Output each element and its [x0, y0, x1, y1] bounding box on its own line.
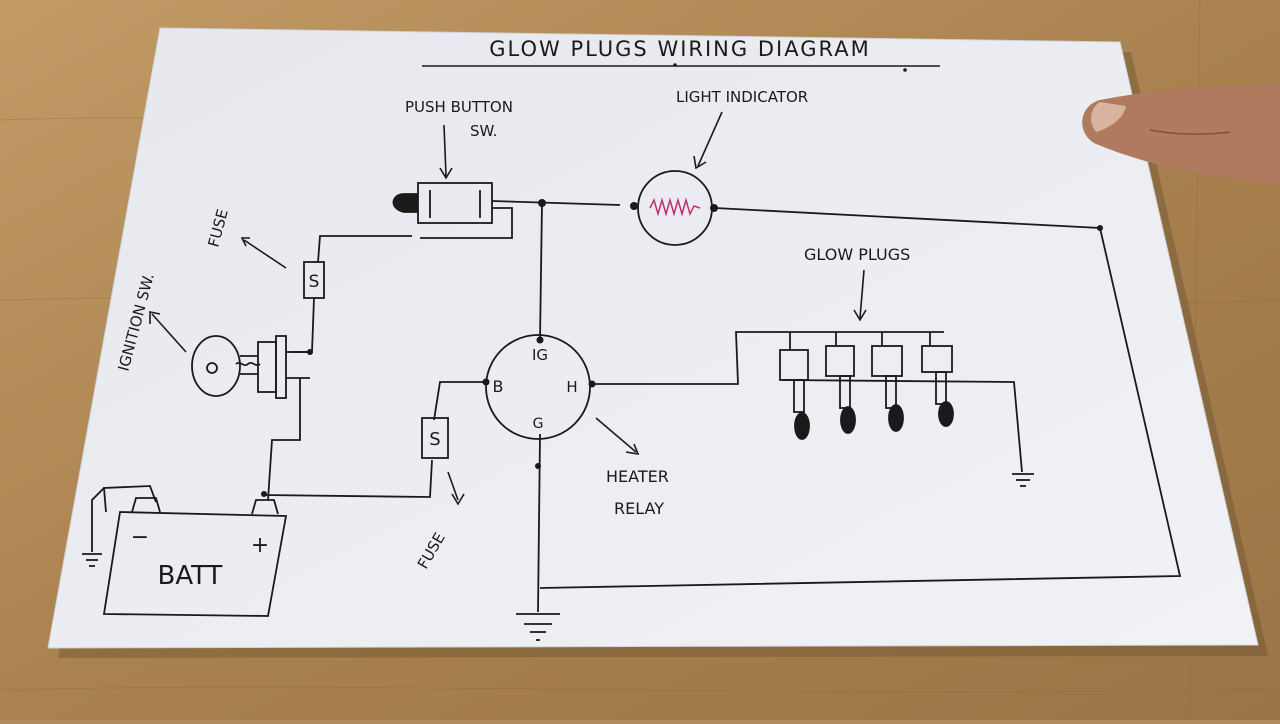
battery	[102, 497, 288, 617]
relay-terminal-g: G	[533, 416, 544, 432]
junction-dots	[261, 199, 1103, 497]
fuse-bottom-symbol: S	[429, 429, 440, 450]
glow-plug-icon	[871, 332, 904, 432]
push-button-arrow	[439, 124, 453, 180]
key-icon	[191, 335, 310, 399]
glow-plug-icon	[825, 332, 856, 434]
relay-terminal-h: H	[566, 378, 577, 396]
push-button-label-2: SW.	[470, 122, 497, 140]
battery-label: BATT	[158, 561, 223, 591]
finger-icon	[1082, 84, 1280, 184]
ground-symbol-icon	[82, 553, 102, 567]
glow-plug-icon	[921, 332, 954, 427]
wires	[91, 200, 1182, 613]
glow-plug-icon	[779, 332, 810, 440]
heater-relay-label: HEATER	[606, 467, 669, 486]
push-button-label: PUSH BUTTON	[405, 98, 513, 116]
relay-terminal-b: B	[493, 377, 504, 396]
paper-sheet	[47, 27, 1259, 649]
battery-plus: +	[251, 533, 269, 558]
heater-relay	[485, 334, 591, 440]
relay-terminal-ig: IG	[532, 346, 548, 364]
fuse-icon	[303, 261, 325, 299]
ground-symbol-icon	[516, 613, 560, 641]
fuse-top-symbol: S	[309, 272, 320, 292]
fuse-icon	[421, 417, 449, 459]
heater-relay-label-2: RELAY	[614, 499, 664, 518]
light-indicator-label: LIGHT INDICATOR	[676, 88, 808, 106]
heater-relay-arrow	[595, 417, 640, 456]
ground-symbol-icon	[1012, 473, 1034, 487]
fuse-top-arrow	[240, 237, 287, 269]
battery-minus: −	[131, 525, 149, 550]
glow-plugs	[779, 332, 954, 440]
lamp-icon	[637, 170, 713, 246]
glow-plugs-label: GLOW PLUGS	[804, 245, 910, 264]
fuse-bottom-arrow	[447, 471, 465, 506]
ignition-arrow	[149, 311, 187, 353]
glow-plugs-arrow	[853, 269, 867, 322]
light-indicator-arrow	[693, 111, 723, 170]
diagram-title: GLOW PLUGS WIRING DIAGRAM	[489, 37, 870, 61]
push-button-switch	[392, 182, 493, 224]
